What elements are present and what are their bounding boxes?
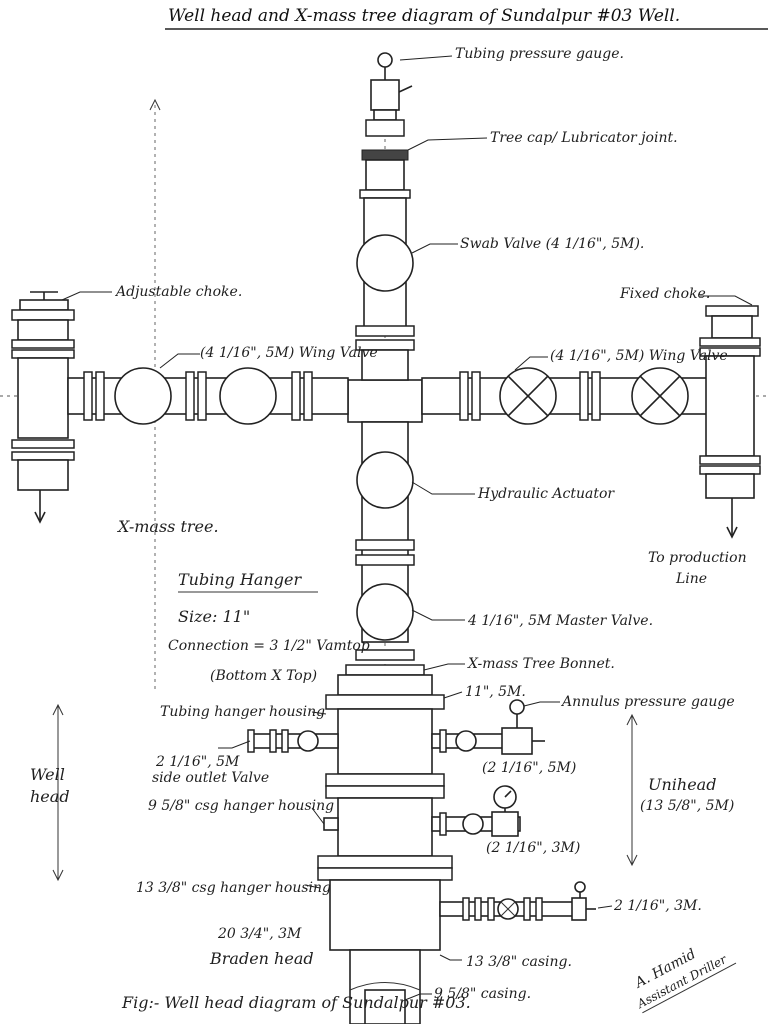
braden-upper-flange [317,855,453,869]
master-upper-flange [355,554,415,566]
label-swab-valve: Swab Valve (4 1/16", 5M). [460,236,644,252]
tubing-hanger-housing-flange [325,694,445,710]
master-lower-flange [355,649,415,661]
swab-valve-body [356,234,414,292]
label-wing-valve-right: (4 1/16", 5M) Wing Valve [550,348,728,364]
left-flange-6 [303,371,313,421]
label-to-production-1: To production [648,550,747,566]
label-braden-head: Braden head [209,949,314,968]
braden-lower-flange [317,867,453,881]
right-flange-4 [591,371,601,421]
braden-head-body [329,879,441,951]
right-outlet-bottom [439,881,596,921]
label-xmass-tree-bonnet: X-mass Tree Bonnet. [467,656,615,672]
tubing-hanger-housing [337,708,433,775]
label-braden-rating: 20 3/4", 3M [217,926,302,942]
label-csg-hanger-9: 9 5/8" csg hanger housing [148,798,334,814]
label-side-outlet-valve-1: 2 1/16", 5M [155,754,240,770]
bottom-outlet-valve [497,898,519,920]
casing-9-pipe [364,989,406,1024]
label-tubing-hanger-housing: Tubing hanger housing [160,704,325,720]
tubing-hanger-spec: Tubing Hanger Size: 11" Connection = 3 1… [168,570,370,684]
label-tubing-hanger-heading: Tubing Hanger [178,570,302,589]
adjustable-choke [11,291,75,524]
tubing-pressure-gauge [370,52,413,111]
signature: A. Hamid Assistant Driller [631,946,737,1014]
fixed-choke [699,305,761,539]
cross-top-neck [361,349,409,381]
label-hydraulic-actuator: Hydraulic Actuator [477,486,615,502]
right-wing-valve-inner [499,367,557,425]
label-master-valve: 4 1/16", 5M Master Valve. [467,613,653,629]
right-flange-1 [459,371,469,421]
label-side-outlet-valve-2: side outlet Valve [152,770,269,786]
tree-cap [359,109,411,199]
leader-lines [61,55,753,1001]
unihead-dimension [626,713,638,867]
bonnet-adapter [337,674,433,696]
label-csg-hanger-13: 13 3/8" csg hanger housing [136,880,331,896]
label-tubing-hanger-bottom-top: (Bottom X Top) [210,668,317,684]
left-flange-5 [291,371,301,421]
label-casing-13: 13 3/8" casing. [466,954,572,970]
well-head-dimension [52,703,64,882]
label-unihead-1: Unihead [648,775,716,794]
label-right-outlet-upper: (2 1/16", 5M) [482,760,576,776]
label-tubing-hanger-connection: Connection = 3 1/2" Vamtop [168,638,370,654]
casing-break-line [349,982,421,991]
left-wing-valve-inner [219,367,277,425]
label-adjustable-choke: Adjustable choke. [114,284,242,300]
label-xmass-tree: X-mass tree. [116,517,219,536]
label-casing-9: 9 5/8" casing. [434,986,531,1002]
master-valve-body [356,583,414,641]
label-fixed-choke: Fixed choke. [619,286,710,302]
label-to-production-2: Line [675,571,707,587]
left-flange-1 [83,371,93,421]
label-outlet-bottom: 2 1/16", 3M. [613,898,702,914]
csg-hanger-housing-9 [337,797,433,857]
actuator-lower-flange [355,539,415,551]
label-wing-valve-left: (4 1/16", 5M) Wing Valve [200,345,378,361]
unihead-mid-flange-bottom [325,785,445,799]
label-unihead-2: (13 5/8", 5M) [640,798,734,814]
unihead-mid-flange-top [325,773,445,787]
label-right-outlet-lower: (2 1/16", 3M) [486,840,580,856]
left-flange-4 [197,371,207,421]
figure-caption: Fig:- Well head diagram of Sundalpur #03… [121,993,471,1012]
label-annulus-pressure-gauge: Annulus pressure gauge [560,694,735,710]
label-bonnet-rating: 11", 5M. [465,684,526,700]
diagram-title: Well head and X-mass tree diagram of Sun… [168,6,680,26]
left-side-outlet-valve [247,729,339,753]
casing-13-pipe [349,949,421,1024]
right-wing-valve-outer [631,367,689,425]
left-flange-2 [95,371,105,421]
left-flange-3 [185,371,195,421]
dim-arrow-top [149,98,161,111]
tree-cross [347,379,423,423]
left-wing-valve-outer [114,367,172,425]
right-outlet-upper [431,699,545,755]
right-flange-2 [471,371,481,421]
label-tree-cap: Tree cap/ Lubricator joint. [490,130,678,146]
hydraulic-actuator-body [356,451,414,509]
left-lower-stub [323,817,339,831]
label-well-head-1: Well [30,765,65,784]
label-tubing-pressure-gauge: Tubing pressure gauge. [455,46,624,62]
label-well-head-2: head [30,787,70,806]
right-outlet-middle [431,785,521,837]
swab-lower-flange [355,325,415,337]
bonnet-flange [345,664,425,676]
label-tubing-hanger-size: Size: 11" [178,607,250,626]
right-flange-3 [579,371,589,421]
